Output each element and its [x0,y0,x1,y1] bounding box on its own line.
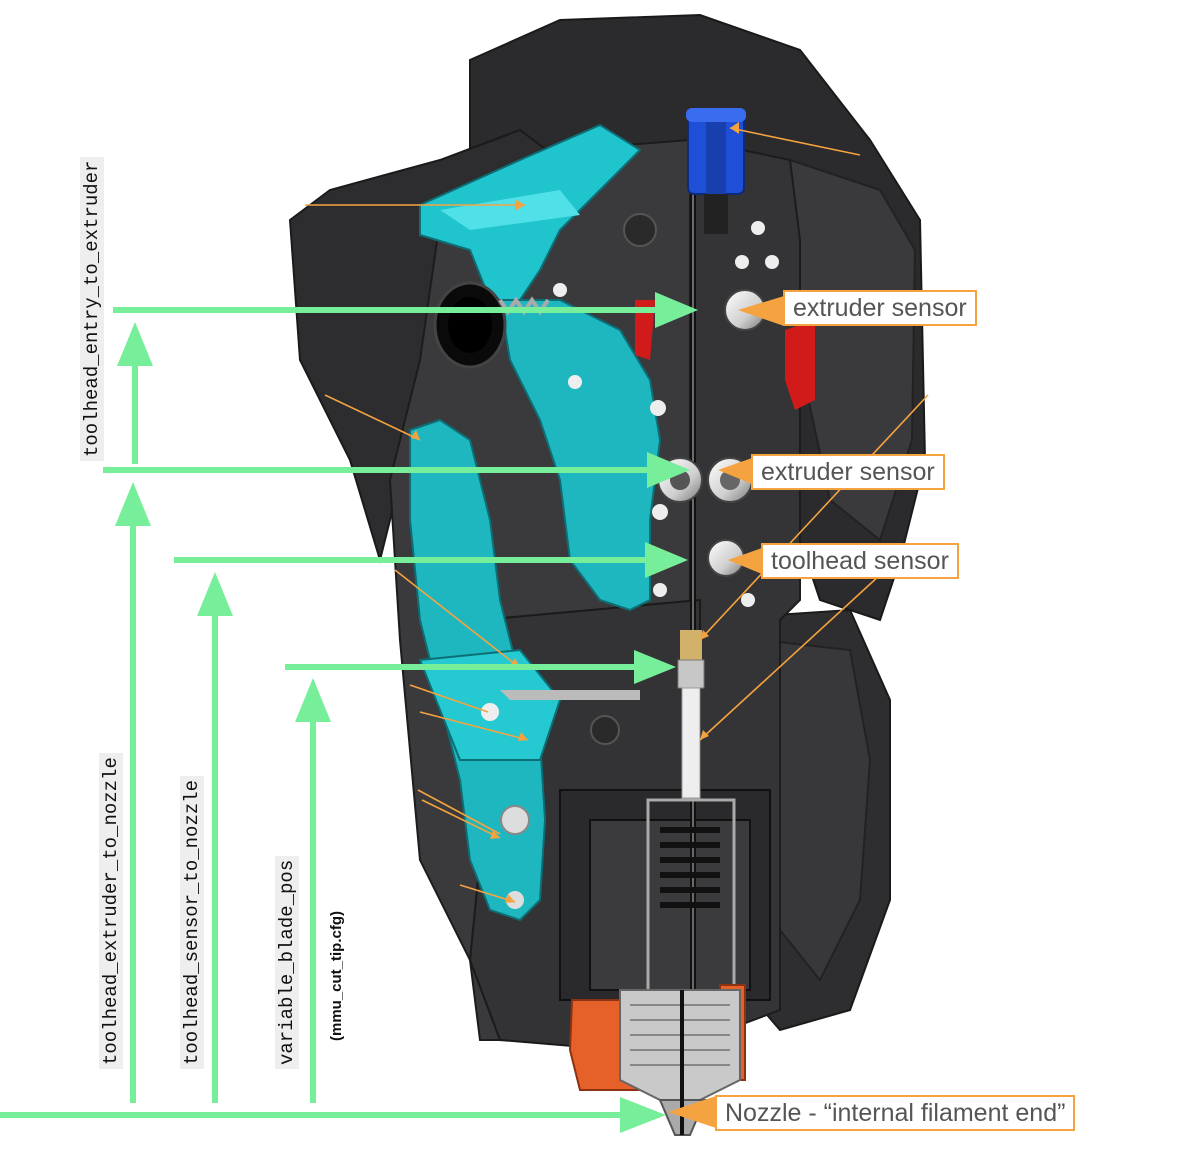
label-variable-blade-pos: variable_blade_pos [275,855,299,1069]
callout-extruder-sensor-2: extruder sensor [751,454,945,490]
measurement-arrowheads [115,292,698,1133]
callout-extruder-sensor-1: extruder sensor [783,290,977,326]
label-toolhead-entry-to-extruder: toolhead_entry_to_extruder [80,156,104,461]
label-toolhead-extruder-to-nozzle: toolhead_extruder_to_nozzle [99,753,123,1069]
callout-toolhead-sensor: toolhead sensor [761,543,959,579]
label-toolhead-sensor-to-nozzle: toolhead_sensor_to_nozzle [180,775,204,1069]
measurement-arrows [0,307,660,1118]
callout-pointers [668,296,784,1128]
label-mmu-cut-tip-cfg: (mmu_cut_tip.cfg) [328,910,345,1041]
pointer-lines [305,127,929,903]
callout-nozzle: Nozzle - “internal filament end” [715,1095,1076,1131]
